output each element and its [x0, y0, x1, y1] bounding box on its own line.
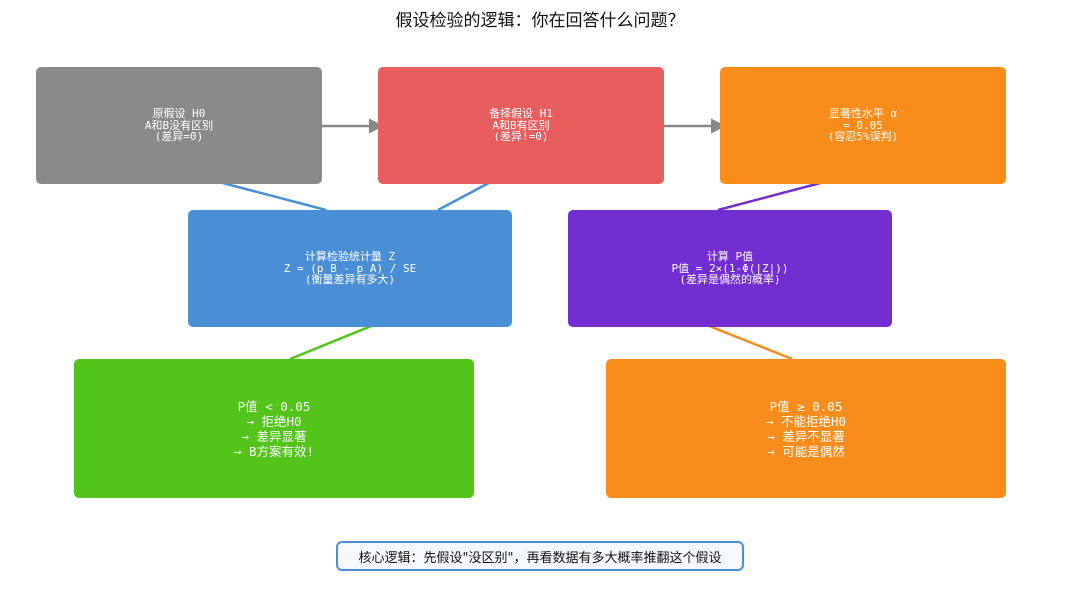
node-text: → 不能拒绝H0: [765, 413, 847, 429]
test-statistic-box: 计算检验统计量 Z Z = (p_B - p_A) / SE (衡量差异有多大): [188, 210, 512, 327]
node-text: P值 = 2×(1-Φ(|Z|)): [671, 261, 789, 275]
node-text: A和B没有区别: [144, 118, 214, 132]
node-text: (差异!=0): [493, 130, 549, 144]
node-text: A和B有区别: [492, 118, 550, 132]
diagram-title: 假设检验的逻辑：你在回答什么问题？: [395, 11, 685, 31]
not-significant-result-box: P值 ≥ 0.05 → 不能拒绝H0 → 差异不显著 → 可能是偶然: [606, 359, 1006, 498]
node-text: P值 ≥ 0.05: [769, 398, 843, 414]
node-text: Z = (p_B - p_A) / SE: [283, 261, 417, 275]
p-value-box: 计算 P值 P值 = 2×(1-Φ(|Z|)) (差异是偶然的概率): [568, 210, 892, 327]
node-text: 显著性水平 α: [828, 107, 898, 121]
node-text: 备择假设 H1: [489, 107, 553, 121]
node-text: → 差异不显著: [767, 428, 845, 444]
alternative-hypothesis-box: 备择假设 H1 A和B有区别 (差异!=0): [378, 67, 664, 184]
node-text: (衡量差异有多大): [304, 273, 396, 287]
node-text: (差异是偶然的概率): [679, 273, 781, 287]
significance-level-box: 显著性水平 α = 0.05 (容忍5%误判): [720, 67, 1006, 184]
node-text: 计算检验统计量 Z: [304, 250, 396, 264]
node-text: 计算 P值: [706, 250, 754, 264]
node-text: (容忍5%误判): [827, 130, 899, 144]
node-text: → 可能是偶然: [767, 443, 845, 459]
null-hypothesis-box: 原假设 H0 A和B没有区别 (差异=0): [36, 67, 322, 184]
node-text: 原假设 H0: [152, 107, 206, 121]
node-text: P值 < 0.05: [237, 398, 311, 414]
core-logic-note: 核心逻辑：先假设"没区别"，再看数据有多大概率推翻这个假设: [336, 541, 744, 571]
node-text: (差异=0): [154, 130, 204, 144]
node-text: → B方案有效!: [233, 443, 315, 459]
node-text: = 0.05: [843, 118, 883, 132]
node-text: → 拒绝H0: [246, 413, 302, 429]
significant-result-box: P值 < 0.05 → 拒绝H0 → 差异显著 → B方案有效!: [74, 359, 474, 498]
node-text: → 差异显著: [241, 428, 307, 444]
